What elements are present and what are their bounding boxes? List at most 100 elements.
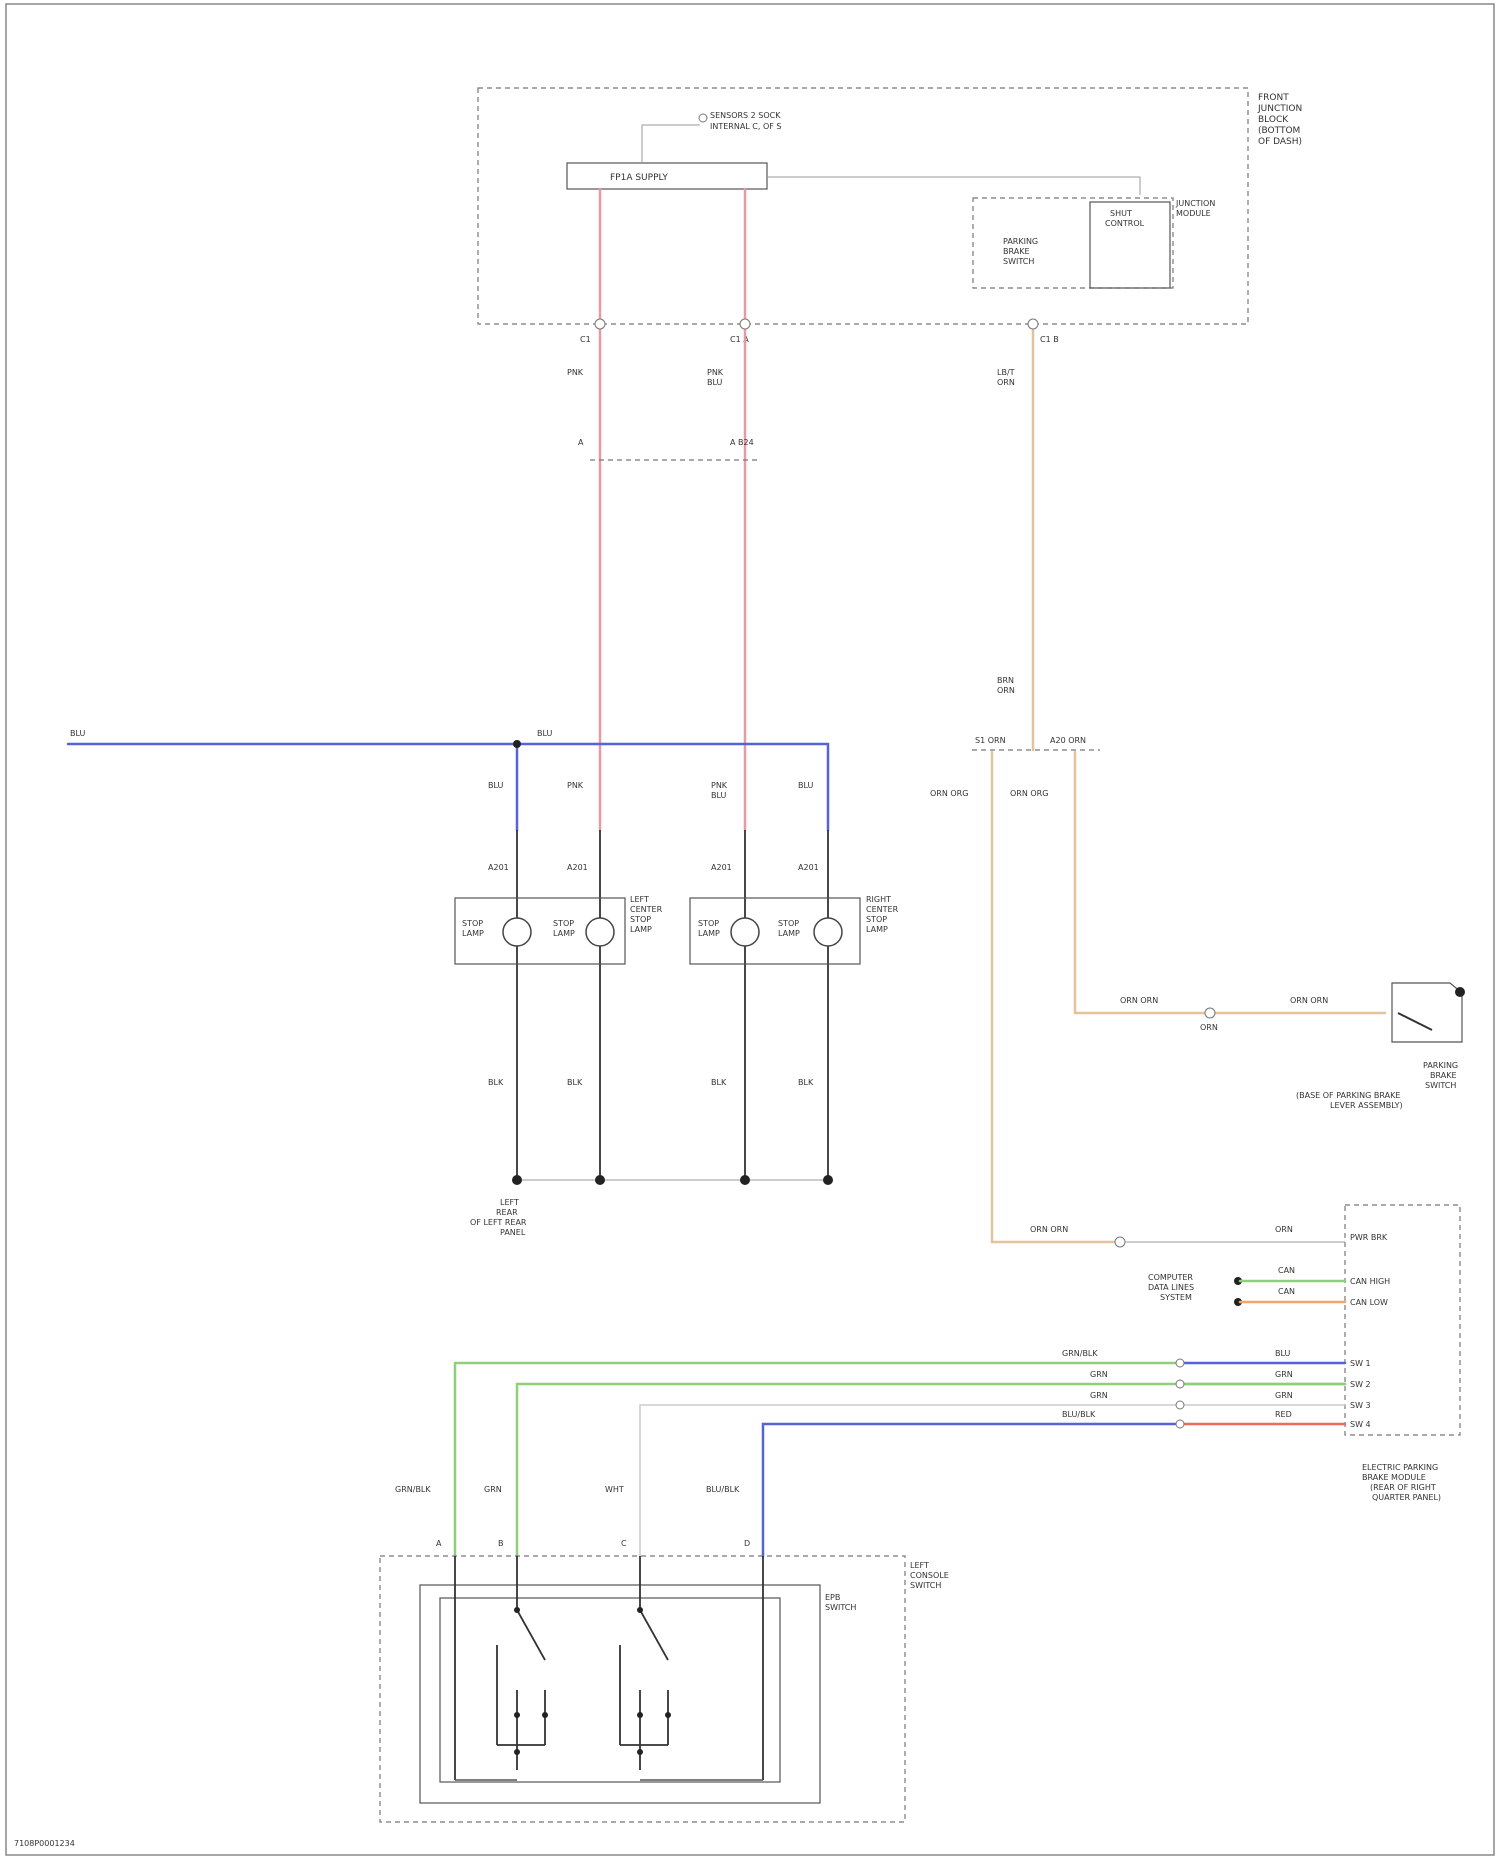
switch-node-3	[514, 1712, 520, 1718]
epb-wire: ORN ORN	[1030, 1225, 1068, 1234]
ground-dot-3	[740, 1175, 750, 1185]
wire-sig-2	[517, 1384, 1345, 1556]
splice-1: S1 ORN	[975, 736, 1006, 745]
brake-switch-ground-dot	[1455, 987, 1465, 997]
epb-pin: PWR BRK	[1350, 1233, 1388, 1242]
switch-inner-label: EPB SWITCH	[825, 1593, 856, 1612]
wire-pnkblu-label: PNK BLU	[707, 368, 726, 387]
can-1: CAN	[1278, 1266, 1295, 1275]
can-2: CAN	[1278, 1287, 1295, 1296]
sw-pin-4: D	[744, 1539, 750, 1548]
sig-p4: SW 4	[1350, 1420, 1371, 1429]
sw-pin-1: A	[436, 1539, 442, 1548]
switch-outer-label: LEFT CONSOLE SWITCH	[910, 1561, 951, 1590]
sig-1: GRN/BLK	[1062, 1349, 1098, 1358]
sig-pin-1	[1176, 1359, 1184, 1367]
switch-node-8	[637, 1749, 643, 1755]
epb-module-label: ELECTRIC PARKING BRAKE MODULE (REAR OF R…	[1362, 1463, 1441, 1502]
sig-3: GRN	[1090, 1391, 1108, 1400]
wire-sig-1	[455, 1363, 1180, 1556]
can-lo: CAN LOW	[1350, 1298, 1388, 1307]
ground-dot-2	[595, 1175, 605, 1185]
switch-contact-left	[455, 1556, 545, 1780]
sig-r1: BLU	[1275, 1349, 1291, 1358]
can-hi: CAN HIGH	[1350, 1277, 1390, 1286]
splice-2: A20 ORN	[1050, 736, 1086, 745]
lamp-bulb-4	[814, 918, 842, 946]
lamp-bulb-3	[731, 918, 759, 946]
sw-wire-4: BLU/BLK	[706, 1485, 740, 1494]
ground-label: LEFT REAR OF LEFT REAR PANEL	[470, 1198, 529, 1237]
lamp-label-2: STOPLAMP	[553, 919, 575, 938]
conn-1: C1	[580, 335, 591, 344]
footer-code: 7108P0001234	[14, 1839, 75, 1848]
lamp-gnd-4: BLK	[798, 1078, 814, 1087]
pin-tan	[1028, 319, 1038, 329]
fuse-relay-label: FP1A SUPPLY	[610, 173, 668, 183]
inner-module-label: PARKING BRAKE SWITCH	[1003, 237, 1041, 266]
conn-3: C1 B	[1040, 335, 1059, 344]
brake-switch-body	[1392, 983, 1462, 1042]
blu-mid-label: BLU	[537, 729, 553, 738]
sig-pin-3	[1176, 1401, 1184, 1409]
sig-pin-4	[1176, 1420, 1184, 1428]
lamp-gnd-3: BLK	[711, 1078, 727, 1087]
wire-pnk-top: PNK	[567, 781, 584, 790]
fuse-note-marker	[699, 114, 707, 122]
switch-node-2	[637, 1607, 643, 1613]
wire-blu-r: BLU	[798, 781, 814, 790]
tan-right-label: ORN ORG	[1010, 789, 1048, 798]
lamp-bulb-1	[503, 918, 531, 946]
wire-tan-label: LB/T ORN	[997, 368, 1017, 387]
wire-sig-4	[763, 1424, 1180, 1556]
junction-block-outline	[478, 88, 1248, 324]
ground-dot-4	[823, 1175, 833, 1185]
switch-node-1	[514, 1607, 520, 1613]
brake-switch-contact	[1398, 1013, 1432, 1030]
fuse-to-module-line	[767, 177, 1140, 195]
epb-switch-inner	[440, 1598, 780, 1782]
wire-blu-top: BLU	[488, 781, 504, 790]
sw-wire-1: GRN/BLK	[395, 1485, 431, 1494]
shut-control-label: SHUT CONTROL	[1105, 209, 1145, 228]
switch-node-6	[665, 1712, 671, 1718]
sig-p1: SW 1	[1350, 1359, 1371, 1368]
switch-node-4	[542, 1712, 548, 1718]
blu-left-label: BLU	[70, 729, 86, 738]
fuse-note: SENSORS 2 SOCK INTERNAL C, OF S	[710, 111, 783, 131]
brake-sw-pin: ORN	[1200, 1023, 1218, 1032]
sw-pin-2: B	[498, 1539, 504, 1548]
sig-p2: SW 2	[1350, 1380, 1371, 1389]
sw-wire-2: GRN	[484, 1485, 502, 1494]
fuse-note-leader	[642, 125, 700, 163]
lamp-pin-2: A201	[567, 863, 588, 872]
sig-r2: GRN	[1275, 1370, 1293, 1379]
epb-in: ORN	[1275, 1225, 1293, 1234]
lamp-gnd-1: BLK	[488, 1078, 504, 1087]
switch-contact-right	[620, 1556, 763, 1780]
sig-p3: SW 3	[1350, 1401, 1371, 1410]
sig-pin-2	[1176, 1380, 1184, 1388]
lamp-pin-1: A201	[488, 863, 509, 872]
inline-a: A	[578, 438, 584, 447]
lamp-pin-3: A201	[711, 863, 732, 872]
sig-r3: GRN	[1275, 1391, 1293, 1400]
wire-pnkblu-top: PNK BLU	[711, 781, 730, 800]
ground-dot-1	[512, 1175, 522, 1185]
sig-4: BLU/BLK	[1062, 1410, 1096, 1419]
brake-sw-wire-r: ORN ORN	[1290, 996, 1328, 1005]
sw-pin-3: C	[621, 1539, 627, 1548]
splice-dot-blu	[513, 740, 521, 748]
junction-module-label: JUNCTION MODULE	[1175, 199, 1218, 218]
wire-sig-3	[640, 1405, 1345, 1556]
brake-sw-inline-pin	[1205, 1008, 1215, 1018]
pin-pnk-left	[595, 319, 605, 329]
switch-node-5	[637, 1712, 643, 1718]
junction-block-label: FRONT JUNCTION BLOCK (BOTTOM OF DASH)	[1257, 93, 1305, 147]
sig-r4: RED	[1275, 1410, 1292, 1419]
